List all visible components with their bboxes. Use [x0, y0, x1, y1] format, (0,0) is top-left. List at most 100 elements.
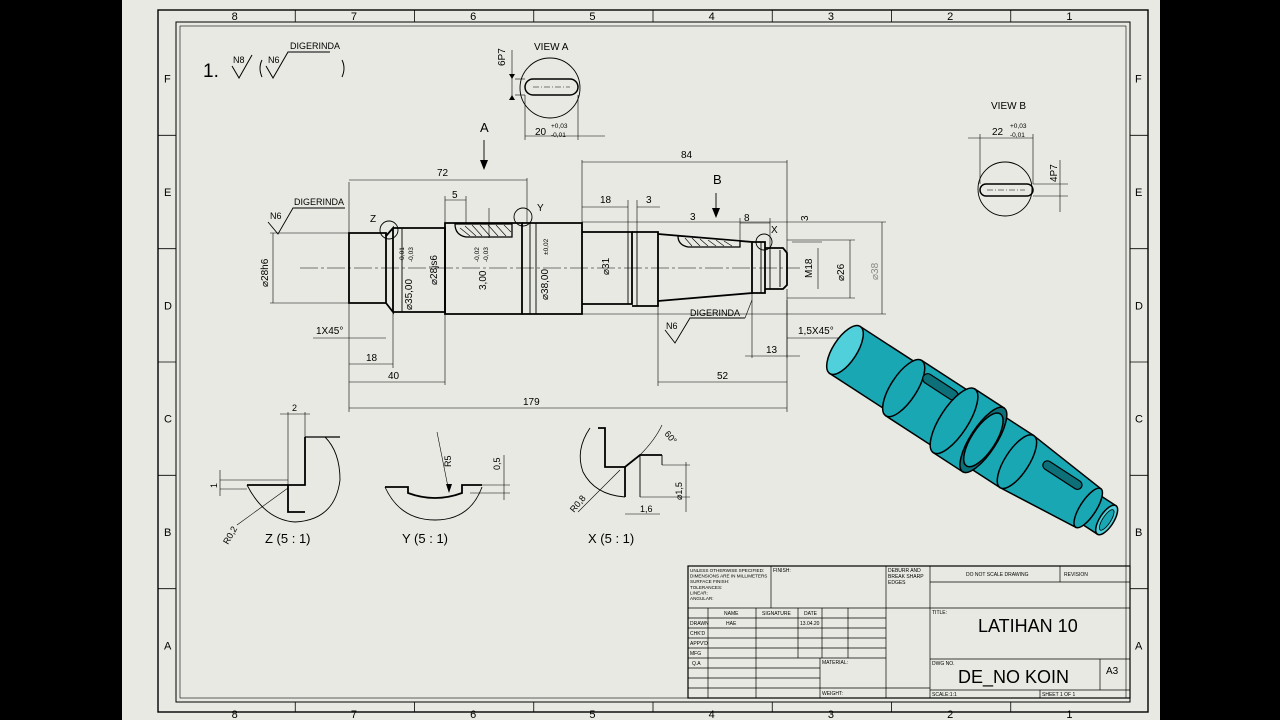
dia-38: ⌀38,00 — [540, 269, 551, 300]
dia-38-tol: ±0,02 — [543, 238, 550, 255]
tb-row-appvd: APPV'D — [690, 641, 708, 647]
key-depth: 3,00 — [478, 270, 489, 290]
keyway-a — [454, 223, 513, 238]
dim-13: 13 — [766, 345, 778, 356]
dia-38-ref: ⌀38 — [870, 262, 881, 280]
drawing-number: DE_NO KOIN — [958, 667, 1069, 688]
general-note-line: UNLESS OTHERWISE SPECIFIED: — [690, 568, 764, 573]
general-note-line: SURFACE FINISH: — [690, 579, 729, 584]
tb-col-signature: SIGNATURE — [762, 611, 791, 617]
detail-x-marker — [755, 233, 773, 251]
dia-28js6: ⌀28js6 — [429, 255, 440, 285]
general-note-line: TOLERANCES: — [690, 585, 722, 590]
zone-label-left: B — [164, 527, 171, 539]
finish-note-text: DIGERINDA — [290, 41, 340, 51]
tb-deburr-1: DEBURR AND — [888, 568, 921, 574]
zone-label-right: F — [1135, 74, 1142, 86]
view-a-width: 6P7 — [497, 48, 508, 66]
arrow-a-label: A — [480, 120, 489, 135]
zone-label-right: B — [1135, 527, 1142, 539]
x-dia-15: ⌀1,5 — [674, 482, 684, 500]
zone-label-top: 7 — [351, 11, 357, 23]
tb-scale-label: SCALE:1:1 — [932, 692, 957, 698]
title-general-notes: UNLESS OTHERWISE SPECIFIED:DIMENSIONS AR… — [690, 568, 767, 601]
dim-40: 40 — [388, 371, 400, 382]
finish-symbol-n8: N8 — [233, 55, 245, 65]
zone-label-bottom: 5 — [589, 709, 595, 720]
arrow-b-label: B — [713, 172, 722, 187]
tb-col-name: NAME — [724, 611, 739, 617]
dim-18-top: 18 — [600, 195, 612, 206]
chamfer-right: 1,5X45° — [798, 326, 834, 337]
key-depth-tol-bot: -0,03 — [483, 247, 490, 262]
zone-label-left: A — [164, 640, 172, 652]
zone-label-left: D — [164, 300, 172, 312]
dim-84: 84 — [681, 150, 693, 161]
zone-label-top: 2 — [947, 11, 953, 23]
shaft-3d-model — [825, 324, 1119, 536]
sheet-size: A3 — [1106, 666, 1119, 677]
zone-label-top: 5 — [589, 11, 595, 23]
finish-left-note: DIGERINDA — [294, 197, 344, 207]
tb-material-label: MATERIAL: — [822, 660, 848, 666]
tb-row-chkd: CHK'D — [690, 631, 706, 637]
tb-sheet-label: SHEET 1 OF 1 — [1042, 692, 1075, 698]
dim-5: 5 — [452, 190, 458, 201]
dia-26: ⌀26 — [836, 263, 847, 281]
dia-35-tol-bot: -0,03 — [408, 247, 415, 262]
tb-title-label: TITLE: — [932, 610, 947, 616]
shaft-internal-lines — [401, 223, 781, 314]
zone-label-top: 1 — [1066, 11, 1072, 23]
inner-frame-2 — [179, 25, 1127, 699]
paper-background — [122, 0, 1160, 720]
view-b-label: VIEW B — [991, 101, 1026, 112]
finish-left-symbol: N6 — [270, 211, 282, 221]
view-b-tol-top: +0,03 — [1010, 123, 1027, 130]
dim-72: 72 — [437, 168, 449, 179]
view-b-length: 22 — [992, 127, 1004, 138]
tb-col-date: DATE — [804, 611, 818, 617]
tb-drawn-name: HAE — [726, 621, 737, 627]
dim-52: 52 — [717, 371, 729, 382]
dim-179: 179 — [523, 397, 540, 408]
dia-35: ⌀35,00 — [404, 279, 415, 310]
drawing-title: LATIHAN 10 — [978, 616, 1078, 636]
tb-revision: REVISION — [1064, 572, 1088, 578]
zone-label-top: 3 — [828, 11, 834, 23]
zone-label-right: A — [1135, 640, 1143, 652]
tb-do-not-scale: DO NOT SCALE DRAWING — [966, 572, 1029, 578]
tb-finish: FINISH: — [773, 568, 791, 574]
x-dim-16: 1,6 — [640, 504, 653, 514]
view-a-tol-top: +0,03 — [551, 123, 568, 130]
view-a-tol-bot: -0,01 — [551, 132, 566, 139]
general-note-line: LINEAR: — [690, 590, 708, 595]
mark-x: X — [771, 225, 778, 236]
key-depth-tol-top: -0,02 — [474, 247, 481, 262]
general-note-line: ANGULAR: — [690, 596, 714, 601]
zone-label-left: E — [164, 187, 171, 199]
dim-3-top: 3 — [646, 195, 652, 206]
view-a-length: 20 — [535, 127, 547, 138]
zone-label-right: E — [1135, 187, 1142, 199]
zone-label-right: C — [1135, 414, 1143, 426]
zone-label-bottom: 3 — [828, 709, 834, 720]
zone-label-top: 8 — [232, 11, 238, 23]
dim-18-bottom: 18 — [366, 353, 378, 364]
zone-label-left: C — [164, 414, 172, 426]
tb-row-qa: Q.A — [692, 661, 701, 667]
detail-y: R5 0,5 Y (5 : 1) — [384, 431, 510, 546]
general-note-line: DIMENSIONS ARE IN MILLIMETERS — [690, 574, 767, 579]
m18: M18 — [804, 258, 815, 278]
tb-deburr-3: EDGES — [888, 580, 906, 586]
surface-finish-note: 1. N8 N6 DIGERINDA — [203, 41, 345, 82]
zone-label-bottom: 7 — [351, 709, 357, 720]
dimension-lines — [270, 160, 886, 412]
title-block-text: FINISH: DEBURR AND BREAK SHARP EDGES DO … — [690, 568, 1088, 698]
finish-symbol-n6: N6 — [268, 55, 280, 65]
z-dim-2: 2 — [292, 403, 297, 413]
dim-3-keyway: 3 — [690, 212, 696, 223]
detail-y-marker — [513, 207, 533, 227]
zone-label-left: F — [164, 74, 171, 86]
